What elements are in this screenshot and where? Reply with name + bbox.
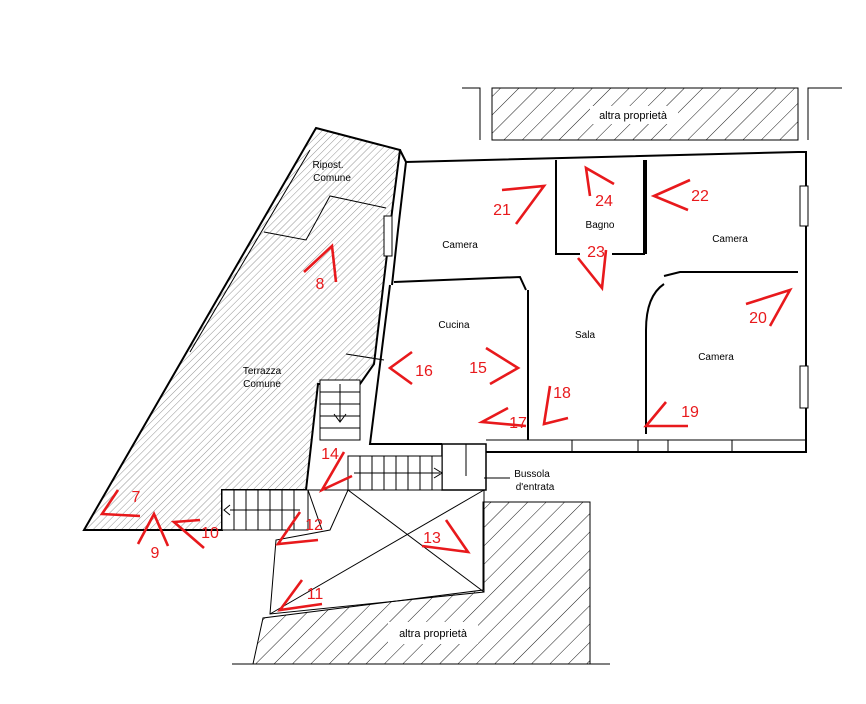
viewpoint-label-24: 24 — [595, 193, 613, 210]
viewpoint-arrow-21 — [501, 184, 547, 225]
viewpoint-label-10: 10 — [201, 525, 219, 542]
neighbor-label-bottom: altra proprietà — [399, 628, 468, 640]
common-terrace-area — [82, 126, 402, 531]
viewpoint-arrow-7 — [99, 489, 141, 518]
entry-label-line1: Bussola — [514, 469, 550, 480]
viewpoint-label-16: 16 — [415, 363, 433, 380]
entry-label-line2: d'entrata — [516, 482, 555, 493]
storage-label-line1: Ripost. — [312, 160, 343, 171]
room-label-cucina: Cucina — [438, 320, 470, 331]
room-label-bagno: Bagno — [586, 220, 615, 231]
stairs-middle — [347, 455, 443, 491]
room-label-camera-right-top: Camera — [712, 234, 748, 245]
viewpoint-arrow-15 — [485, 346, 521, 386]
courtyard — [269, 489, 485, 615]
viewpoint-arrow-8 — [303, 243, 338, 283]
room-label-sala: Sala — [575, 330, 595, 341]
viewpoint-arrow-17 — [477, 406, 527, 428]
room-label-camera-right-bottom: Camera — [698, 352, 734, 363]
viewpoint-arrow-9 — [136, 511, 170, 547]
neighbor-property-bottom — [232, 501, 610, 665]
viewpoint-label-11: 11 — [307, 586, 324, 603]
viewpoint-label-20: 20 — [749, 310, 767, 327]
apartment-walls — [345, 149, 809, 491]
viewpoint-arrow-23 — [576, 249, 608, 292]
viewpoint-arrow-22 — [650, 178, 691, 212]
viewpoint-label-14: 14 — [321, 446, 339, 463]
neighbor-label-top: altra proprietà — [599, 110, 668, 122]
neighbor-property-top — [462, 87, 842, 141]
stairs-upper — [319, 379, 361, 441]
viewpoint-arrow-16 — [387, 350, 413, 386]
terrace-label-line2: Comune — [243, 379, 281, 390]
storage-label-line2: Comune — [313, 173, 351, 184]
viewpoint-arrow-14 — [318, 451, 353, 493]
viewpoint-markers — [99, 165, 793, 612]
viewpoint-arrow-24 — [584, 165, 615, 197]
viewpoint-label-21: 21 — [493, 202, 511, 219]
viewpoint-label-22: 22 — [691, 188, 709, 205]
viewpoint-arrow-20 — [745, 287, 793, 327]
viewpoint-label-18: 18 — [553, 385, 571, 402]
viewpoint-label-19: 19 — [681, 404, 699, 421]
viewpoint-numbers: 7 8 9 10 11 12 13 14 15 16 17 18 19 20 2… — [132, 188, 767, 603]
room-label-camera-left: Camera — [442, 240, 478, 251]
viewpoint-label-13: 13 — [423, 530, 441, 547]
viewpoint-arrow-19 — [643, 401, 688, 428]
viewpoint-label-17: 17 — [509, 415, 527, 432]
viewpoint-label-7: 7 — [132, 489, 141, 506]
viewpoint-label-9: 9 — [151, 545, 160, 562]
viewpoint-label-12: 12 — [305, 517, 323, 534]
viewpoint-arrow-11 — [277, 579, 323, 612]
viewpoint-label-23: 23 — [587, 244, 605, 261]
viewpoint-arrow-18 — [542, 385, 569, 426]
viewpoint-label-15: 15 — [469, 360, 487, 377]
viewpoint-arrow-12 — [275, 511, 319, 546]
viewpoint-arrow-10 — [170, 518, 205, 549]
stairs-lower — [221, 489, 309, 531]
viewpoint-arrow-13 — [421, 519, 471, 554]
terrace-label-line1: Terrazza — [243, 366, 282, 377]
viewpoint-label-8: 8 — [316, 276, 325, 293]
